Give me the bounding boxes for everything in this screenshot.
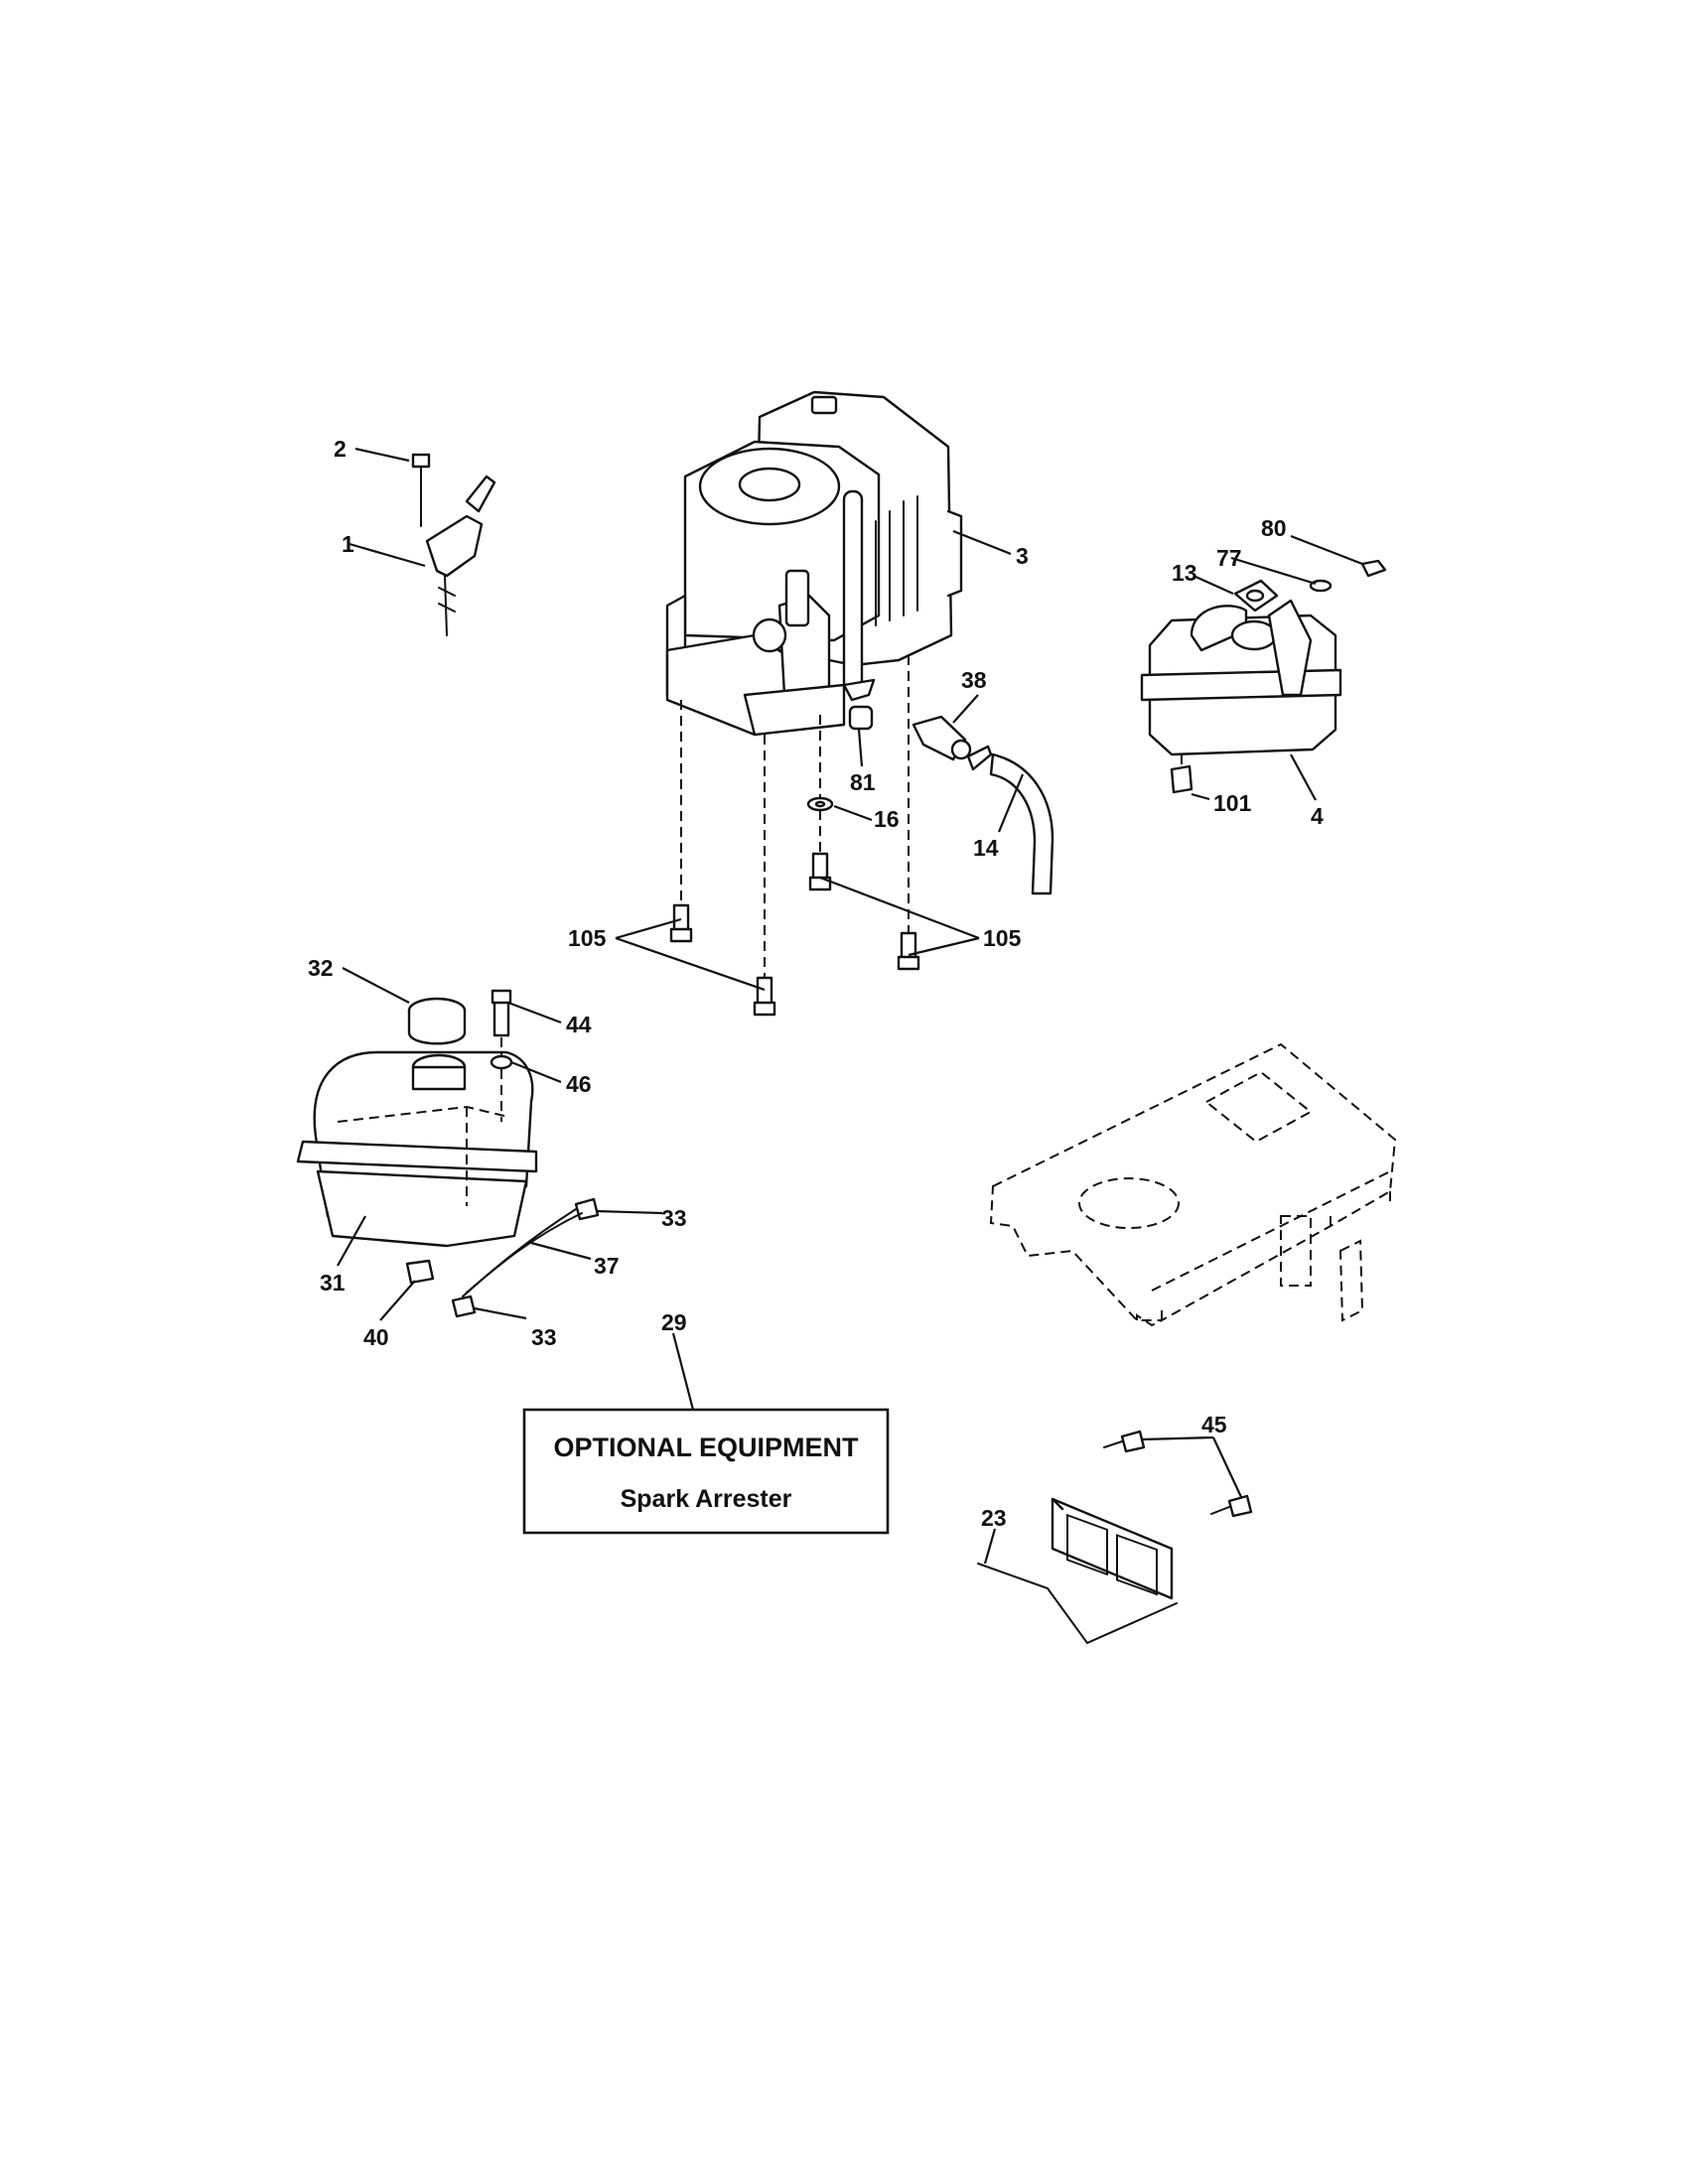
optional-equipment-box: OPTIONAL EQUIPMENT Spark Arrester xyxy=(522,1408,890,1535)
label-81: 81 xyxy=(850,769,876,795)
label-37: 37 xyxy=(594,1253,620,1279)
label-4: 4 xyxy=(1311,803,1324,829)
chassis-frame xyxy=(989,1042,1397,1327)
label-3: 3 xyxy=(1016,543,1029,569)
label-46: 46 xyxy=(566,1071,592,1097)
label-2: 2 xyxy=(334,436,347,462)
muffler-assembly xyxy=(1140,559,1387,794)
label-16: 16 xyxy=(874,806,900,832)
label-45: 45 xyxy=(1201,1412,1227,1437)
label-38: 38 xyxy=(961,667,987,693)
label-32: 32 xyxy=(308,955,334,981)
part-labels: 2 1 3 80 77 13 38 81 16 14 101 4 105 105… xyxy=(308,436,1324,1531)
label-101: 101 xyxy=(1213,790,1252,816)
label-14: 14 xyxy=(973,835,999,861)
leader-lines xyxy=(337,447,1363,1565)
washer-and-nut xyxy=(806,705,874,812)
label-105-right: 105 xyxy=(983,925,1022,951)
mounting-bolts xyxy=(669,852,920,1017)
label-40: 40 xyxy=(363,1324,389,1350)
label-1: 1 xyxy=(342,531,354,557)
label-31: 31 xyxy=(320,1270,346,1296)
label-80: 80 xyxy=(1261,515,1287,541)
mounting-lines xyxy=(680,655,910,978)
throttle-control-bracket xyxy=(411,453,496,636)
optional-equipment-title: OPTIONAL EQUIPMENT xyxy=(553,1433,859,1462)
fuel-line xyxy=(912,715,1054,895)
spark-arrester-plate xyxy=(977,1430,1253,1645)
label-44: 44 xyxy=(566,1012,592,1037)
label-33-lower: 33 xyxy=(531,1324,557,1350)
engine xyxy=(665,390,963,737)
fuel-tank-assembly xyxy=(296,989,600,1318)
label-13: 13 xyxy=(1172,560,1197,586)
label-33-upper: 33 xyxy=(661,1205,687,1231)
label-77: 77 xyxy=(1216,545,1242,571)
label-23: 23 xyxy=(981,1505,1007,1531)
label-29: 29 xyxy=(661,1309,687,1335)
label-105-left: 105 xyxy=(568,925,607,951)
spark-arrester-label: Spark Arrester xyxy=(621,1485,792,1513)
